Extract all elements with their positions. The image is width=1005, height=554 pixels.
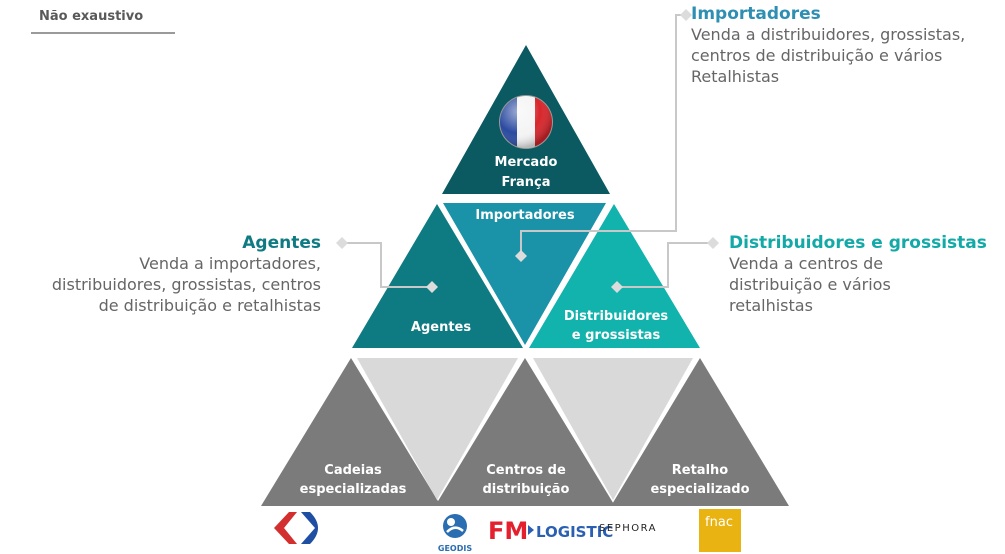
callout-agentes-line3: de distribuição e retalhistas <box>98 296 321 315</box>
bottom-triangle-centros <box>435 358 615 506</box>
label-mercado-line1: Mercado <box>495 155 558 170</box>
fm-logistic-arrow <box>528 525 534 535</box>
connector-distribuidores-end <box>707 237 719 249</box>
callout-importadores-line3: Retalhistas <box>691 67 780 86</box>
callout-importadores-title: Importadores <box>691 4 821 24</box>
sephora-text: SEPHORA <box>599 523 657 534</box>
callout-distribuidores-line2: distribuição e vários <box>729 275 891 294</box>
fm-logistic-logistic-text: LOGISTIC <box>536 523 613 541</box>
non-exhaustive-tag: Não exaustivo <box>31 6 175 34</box>
connector-distribuidores <box>617 242 713 288</box>
callout-importadores-line2: centros de distribuição e vários <box>691 46 943 65</box>
callout-distribuidores: Distribuidores e grossistas Venda a cent… <box>729 233 987 316</box>
sephora-logo: SEPHORA <box>599 523 657 534</box>
callout-distribuidores-title: Distribuidores e grossistas <box>729 233 987 253</box>
callout-agentes-line1: Venda a importadores, <box>139 254 321 273</box>
france-flag-icon <box>499 95 553 149</box>
middle-triangle-distribuidores <box>529 204 700 348</box>
bottom-filler-left <box>357 358 518 500</box>
carrefour-logo <box>274 512 318 544</box>
connector-distribuidores-start <box>611 281 623 293</box>
middle-triangle-importadores <box>443 203 606 345</box>
label-centros-line2: distribuição <box>482 482 569 497</box>
callout-importadores: Importadores Venda a distribuidores, gro… <box>691 4 965 87</box>
connector-importadores <box>520 14 686 256</box>
label-distribuidores-line1: Distribuidores <box>564 309 669 324</box>
middle-triangle-agentes <box>352 204 523 348</box>
label-cadeias-line2: especializadas <box>300 482 407 497</box>
label-agentes: Agentes <box>411 320 471 335</box>
callout-agentes-title: Agentes <box>242 233 321 253</box>
fnac-logo: fnac <box>699 509 741 552</box>
callout-distribuidores-line3: retalhistas <box>729 296 813 315</box>
fnac-text: fnac <box>705 515 733 530</box>
connector-importadores-end <box>680 9 692 21</box>
callout-importadores-line1: Venda a distribuidores, grossistas, <box>691 25 966 44</box>
label-retalho-line2: especializado <box>650 482 749 497</box>
callout-agentes-line2: distribuidores, grossistas, centros <box>51 275 321 294</box>
bottom-filler-right <box>533 358 693 500</box>
geodis-text: GEODIS <box>438 544 472 553</box>
label-mercado-line2: França <box>502 175 551 190</box>
label-distribuidores-line2: e grossistas <box>572 328 661 343</box>
label-cadeias-line1: Cadeias <box>324 463 382 478</box>
fm-logistic-logo: FM LOGISTIC <box>488 517 613 545</box>
bottom-triangle-cadeias <box>261 358 441 506</box>
geodis-logo: GEODIS <box>438 514 472 553</box>
label-importadores: Importadores <box>475 208 574 223</box>
connector-importadores-start <box>515 250 527 262</box>
connector-agentes-start <box>336 237 348 249</box>
connector-agentes <box>342 242 432 288</box>
callout-agentes: Agentes Venda a importadores, distribuid… <box>52 233 321 316</box>
callout-distribuidores-line1: Venda a centros de <box>729 254 884 273</box>
label-retalho-line1: Retalho <box>672 463 729 478</box>
label-centros-line1: Centros de <box>486 463 566 478</box>
fm-logistic-fm-text: FM <box>488 517 528 545</box>
connector-agentes-end <box>426 281 438 293</box>
bottom-triangle-retalho <box>611 358 789 506</box>
non-exhaustive-label: Não exaustivo <box>39 9 144 24</box>
